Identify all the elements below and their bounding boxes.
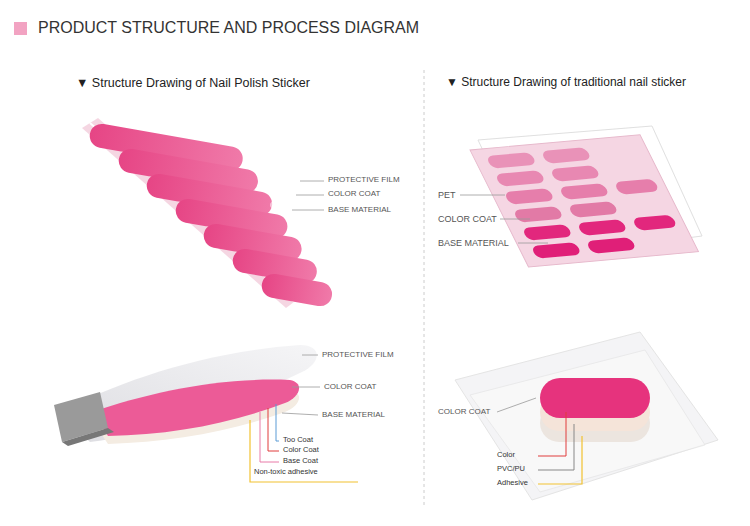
page-title: PRODUCT STRUCTURE AND PROCESS DIAGRAM [38, 19, 419, 37]
layer-label: PROTECTIVE FILM [322, 350, 394, 359]
layer-label: COLOR COAT [324, 382, 376, 391]
sublayer-label: Non-toxic adhesive [254, 468, 318, 477]
layer-label: BASE MATERIAL [438, 238, 509, 248]
layer-section [54, 345, 358, 482]
sublayer-label: Base Coat [283, 457, 318, 466]
sublayer-label: Color Coat [283, 446, 319, 455]
section-heading: ▼ Structure Drawing of Nail Polish Stick… [76, 76, 310, 90]
layer-label: BASE MATERIAL [328, 205, 391, 214]
sublayer-label: Color [497, 451, 515, 460]
sublayer-label: PVC/PU [497, 465, 525, 474]
sticker-strip [82, 118, 334, 308]
traditional-layers [455, 332, 718, 500]
sublayer-label: Adhesive [497, 479, 528, 488]
layer-label: COLOR COAT [328, 189, 380, 198]
layer-label: PET [438, 190, 456, 200]
layer-label: COLOR COAT [438, 214, 497, 224]
section-heading: ▼ Structure Drawing of traditional nail … [446, 76, 686, 90]
title-marker [14, 22, 27, 35]
divider [424, 70, 425, 505]
layer-label: PROTECTIVE FILM [328, 175, 400, 184]
layer-label: BASE MATERIAL [322, 410, 385, 419]
sublayer-label: Too Coat [283, 436, 313, 445]
layer-label: COLOR COAT [438, 407, 490, 416]
